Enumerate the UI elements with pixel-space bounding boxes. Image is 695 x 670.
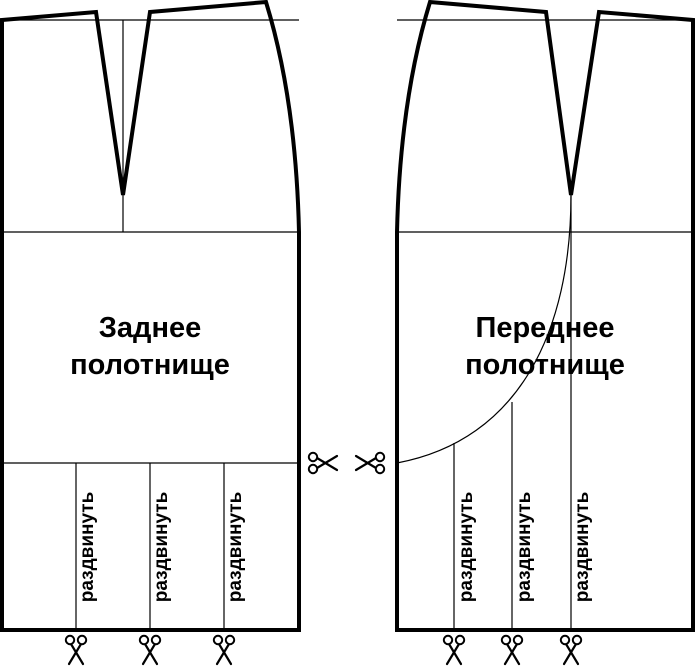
scissors-icon xyxy=(138,634,162,666)
front-slash-label: раздвинуть xyxy=(456,492,477,603)
scissors-icon xyxy=(354,451,386,475)
front-panel-outline xyxy=(395,0,695,632)
scissors-icon xyxy=(559,634,583,666)
back-slash-label: раздвинуть xyxy=(77,492,98,603)
front-panel: Переднее полотнище раздвинуть раздвинуть… xyxy=(395,0,695,666)
front-panel-title: Переднее xyxy=(476,312,615,344)
back-panel-title: Заднее xyxy=(99,312,201,344)
back-slash-label: раздвинуть xyxy=(225,492,246,603)
back-panel-title: полотнище xyxy=(70,349,230,381)
front-slash-label: раздвинуть xyxy=(514,492,535,603)
scissors-icon xyxy=(500,634,524,666)
front-slash-label: раздвинуть xyxy=(572,492,593,603)
back-slash-label: раздвинуть xyxy=(151,492,172,603)
front-panel-title: полотнище xyxy=(465,349,625,381)
scissors-icon xyxy=(212,634,236,666)
scissors-icon xyxy=(64,634,88,666)
back-panel: Заднее полотнище раздвинуть раздвинуть р… xyxy=(0,0,301,666)
back-panel-outline xyxy=(0,0,301,632)
scissors-icon xyxy=(442,634,466,666)
front-curved-cut-line xyxy=(396,194,572,464)
scissors-icon xyxy=(307,451,339,475)
